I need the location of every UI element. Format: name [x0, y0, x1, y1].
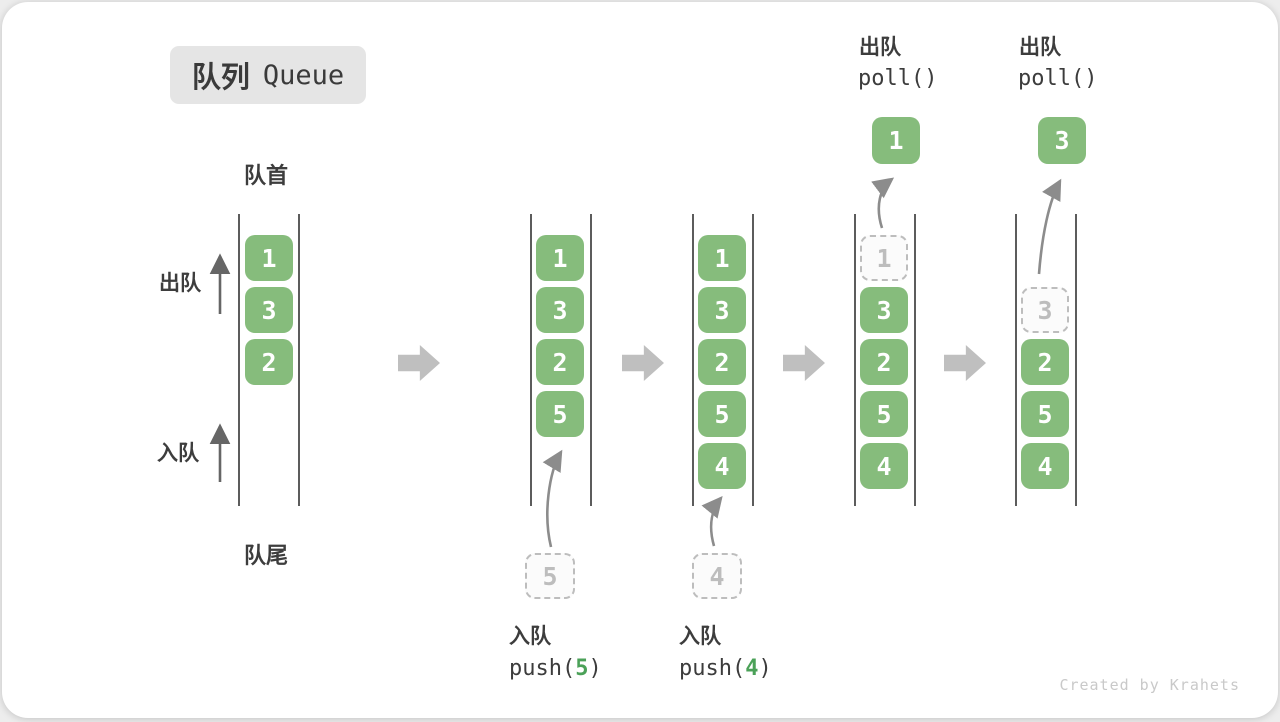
push4-op-label: 入队: [679, 625, 721, 648]
queue-wall-right: [914, 214, 916, 506]
queue-item: 3: [536, 287, 584, 333]
push4-op-code: push(4): [679, 656, 772, 681]
transition-arrow-icon: [944, 345, 986, 381]
poll3-op-label: 出队: [1019, 36, 1061, 59]
queue-item: 1: [698, 235, 746, 281]
code-close: ): [758, 656, 772, 681]
queue-item: 5: [860, 391, 908, 437]
transition-arrow-icon: [398, 345, 440, 381]
incoming-item: 4: [692, 553, 742, 599]
label-queue-front: 队首: [244, 163, 289, 188]
queue-wall-left: [692, 214, 694, 506]
queue-item: 3: [860, 287, 908, 333]
watermark: Created by Krahets: [1059, 676, 1240, 694]
poll1-op-code: poll(): [858, 66, 938, 91]
label-enqueue: 入队: [157, 442, 199, 465]
queue-item: 5: [698, 391, 746, 437]
code-close: ): [588, 656, 602, 681]
queue-wall-left: [238, 214, 240, 506]
code-fn: push(: [509, 656, 576, 681]
queue-item: 3: [245, 287, 293, 333]
queue-wall-right: [1075, 214, 1077, 506]
label-dequeue: 出队: [159, 272, 201, 295]
incoming-item: 5: [525, 553, 575, 599]
queue-item: 5: [1021, 391, 1069, 437]
title-en: Queue: [262, 59, 345, 91]
popped-item: 3: [1038, 117, 1086, 164]
queue-item: 5: [536, 391, 584, 437]
poll1-arrow-icon: [871, 177, 895, 229]
transition-arrow-icon: [783, 345, 825, 381]
code-fn: push(: [679, 656, 746, 681]
label-queue-rear: 队尾: [244, 543, 289, 568]
queue-wall-left: [530, 214, 532, 506]
queue-wall-right: [298, 214, 300, 506]
queue-item: 2: [860, 339, 908, 385]
queue-item: 3: [698, 287, 746, 333]
code-arg: 4: [745, 656, 759, 681]
queue-item: 4: [860, 443, 908, 489]
poll1-op-label: 出队: [859, 36, 901, 59]
queue-item: 2: [698, 339, 746, 385]
push5-arrow-icon: [542, 449, 563, 548]
queue-item: 1: [536, 235, 584, 281]
transition-arrow-icon: [622, 345, 664, 381]
popped-item: 1: [872, 117, 920, 164]
poll3-arrow-icon: [1037, 178, 1062, 275]
queue-item: 2: [245, 339, 293, 385]
queue-item: 4: [1021, 443, 1069, 489]
code-arg: 5: [575, 656, 589, 681]
removed-item-slot: 1: [860, 235, 908, 281]
queue-item: 2: [536, 339, 584, 385]
queue-item: 4: [698, 443, 746, 489]
push4-arrow-icon: [701, 495, 723, 547]
queue-wall-right: [590, 214, 592, 506]
removed-item-slot: 3: [1021, 287, 1069, 333]
push5-op-label: 入队: [509, 625, 551, 648]
queue-wall-left: [854, 214, 856, 506]
title-zh: 队列: [191, 62, 250, 94]
push5-op-code: push(5): [509, 656, 602, 681]
queue-wall-right: [752, 214, 754, 506]
queue-item: 2: [1021, 339, 1069, 385]
queue-wall-left: [1015, 214, 1017, 506]
title-badge: 队列 Queue: [170, 46, 366, 104]
poll3-op-code: poll(): [1018, 66, 1098, 91]
queue-item: 1: [245, 235, 293, 281]
